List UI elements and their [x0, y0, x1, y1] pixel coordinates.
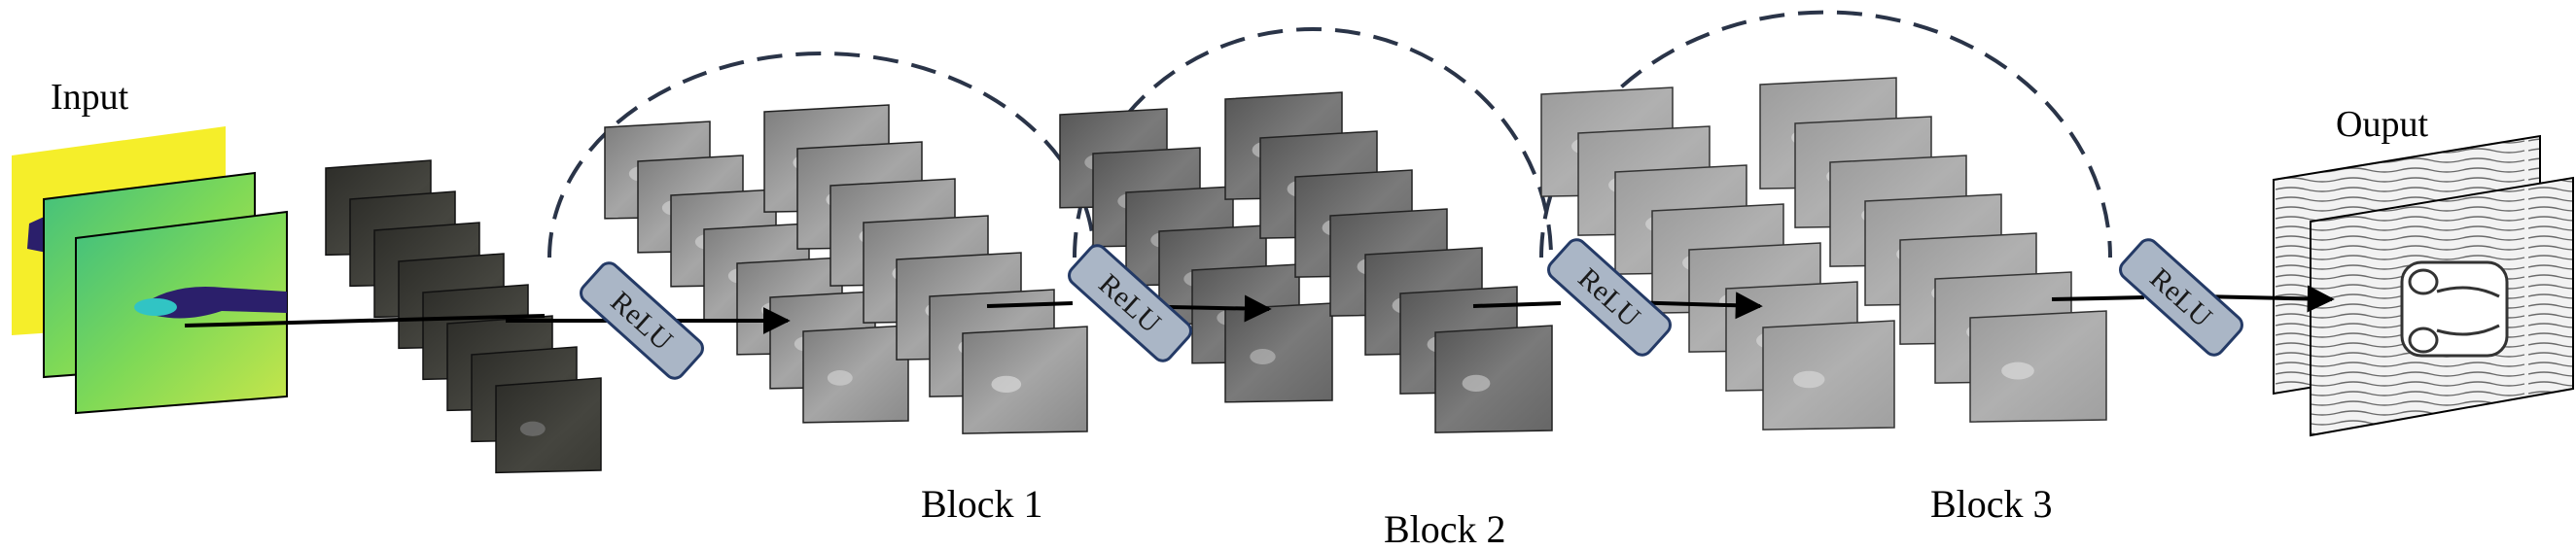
output-feature-stack: Ouput — [2273, 104, 2574, 437]
feature-map-detail — [827, 370, 853, 386]
feature-map-sheet — [1762, 320, 1895, 430]
block1-stack-back — [763, 104, 1088, 434]
block-label-2: Block 2 — [1384, 507, 1506, 551]
feature-map-detail — [991, 375, 1022, 394]
arrow-block3-to-relu4 — [2051, 295, 2145, 301]
block2-stack-back — [1224, 91, 1553, 433]
input-feature-stack: Input — [12, 77, 288, 415]
arrow-block1-to-block2 — [986, 301, 1074, 308]
block3-stack-front — [1540, 86, 1895, 430]
feature-map-sheet — [802, 325, 909, 424]
block3-stack-back — [1759, 77, 2107, 423]
block-label-1: Block 1 — [921, 482, 1043, 526]
arrow-relu4-to-output — [2199, 285, 2335, 313]
feature-map-detail — [519, 421, 546, 436]
block1-stack-front — [604, 121, 909, 424]
skip-arc-block-2 — [1073, 27, 1553, 258]
block2-stack-front — [1059, 108, 1333, 403]
output-label: Ouput — [2336, 104, 2428, 145]
feature-map-detail — [2001, 362, 2034, 380]
feature-map-sheet — [1224, 302, 1333, 403]
arrow-block2-to-relu3 — [1472, 301, 1562, 308]
stage0-feature-stack — [325, 159, 602, 474]
block-label-3: Block 3 — [1930, 482, 2053, 526]
feature-map-detail — [1462, 374, 1491, 393]
feature-map-sheet — [962, 326, 1088, 434]
arrow-input-to-stage0 — [184, 314, 546, 327]
feature-map-sheet — [495, 377, 602, 474]
feature-map-detail — [1250, 349, 1276, 364]
feature-map-detail — [1793, 370, 1825, 389]
output-vorticity-shape — [2400, 260, 2509, 358]
feature-map-sheet — [1434, 325, 1553, 433]
feature-map-sheet — [1969, 310, 2107, 423]
input-airfoil-core — [134, 298, 177, 316]
input-label: Input — [51, 77, 129, 118]
